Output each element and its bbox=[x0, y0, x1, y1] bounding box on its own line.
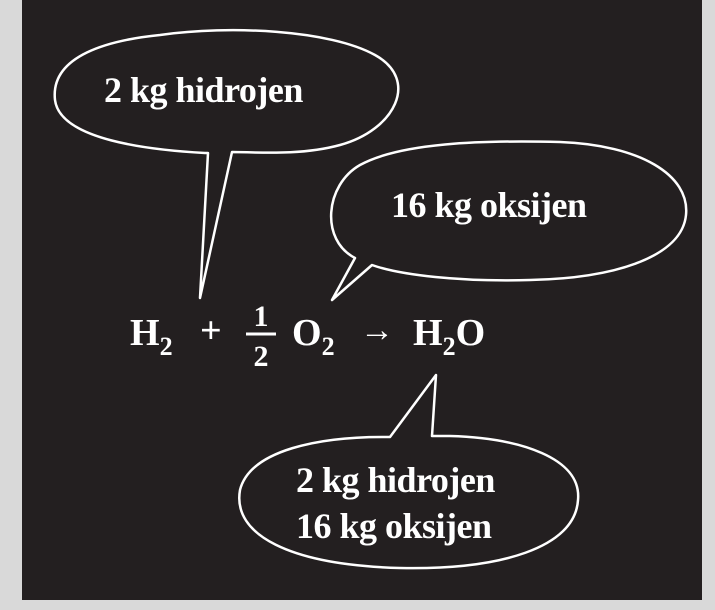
h2o-h-symbol: H bbox=[413, 312, 443, 354]
fraction-numerator: 1 bbox=[253, 300, 269, 333]
equation-reactant-o2: O2 bbox=[292, 312, 335, 360]
bubble-top-left-text: 2 kg hidrojen bbox=[104, 70, 303, 110]
reaction-arrow: → bbox=[360, 312, 394, 349]
equation-plus-sign: + bbox=[200, 310, 222, 352]
equation-reactant-h2: H2 bbox=[130, 312, 173, 360]
bubble-bottom-line2: 16 kg oksijen bbox=[296, 506, 492, 546]
h2o-o-symbol: O bbox=[455, 312, 486, 354]
h2-subscript: 2 bbox=[159, 332, 173, 361]
o2-symbol: O bbox=[292, 312, 322, 354]
fraction-denominator: 2 bbox=[253, 340, 269, 373]
bubble-top-right-text: 16 kg oksijen bbox=[391, 185, 587, 225]
equation-product-h2o: H2O bbox=[413, 312, 486, 360]
speech-bubble-top-right bbox=[330, 140, 688, 302]
h2o-subscript: 2 bbox=[442, 332, 456, 361]
speech-bubble-bottom bbox=[238, 373, 580, 570]
speech-bubble-top-left bbox=[53, 28, 400, 300]
h2-symbol: H bbox=[130, 312, 160, 354]
o2-subscript: 2 bbox=[321, 332, 335, 361]
bubble-bottom-line1: 2 kg hidrojen bbox=[296, 460, 495, 500]
